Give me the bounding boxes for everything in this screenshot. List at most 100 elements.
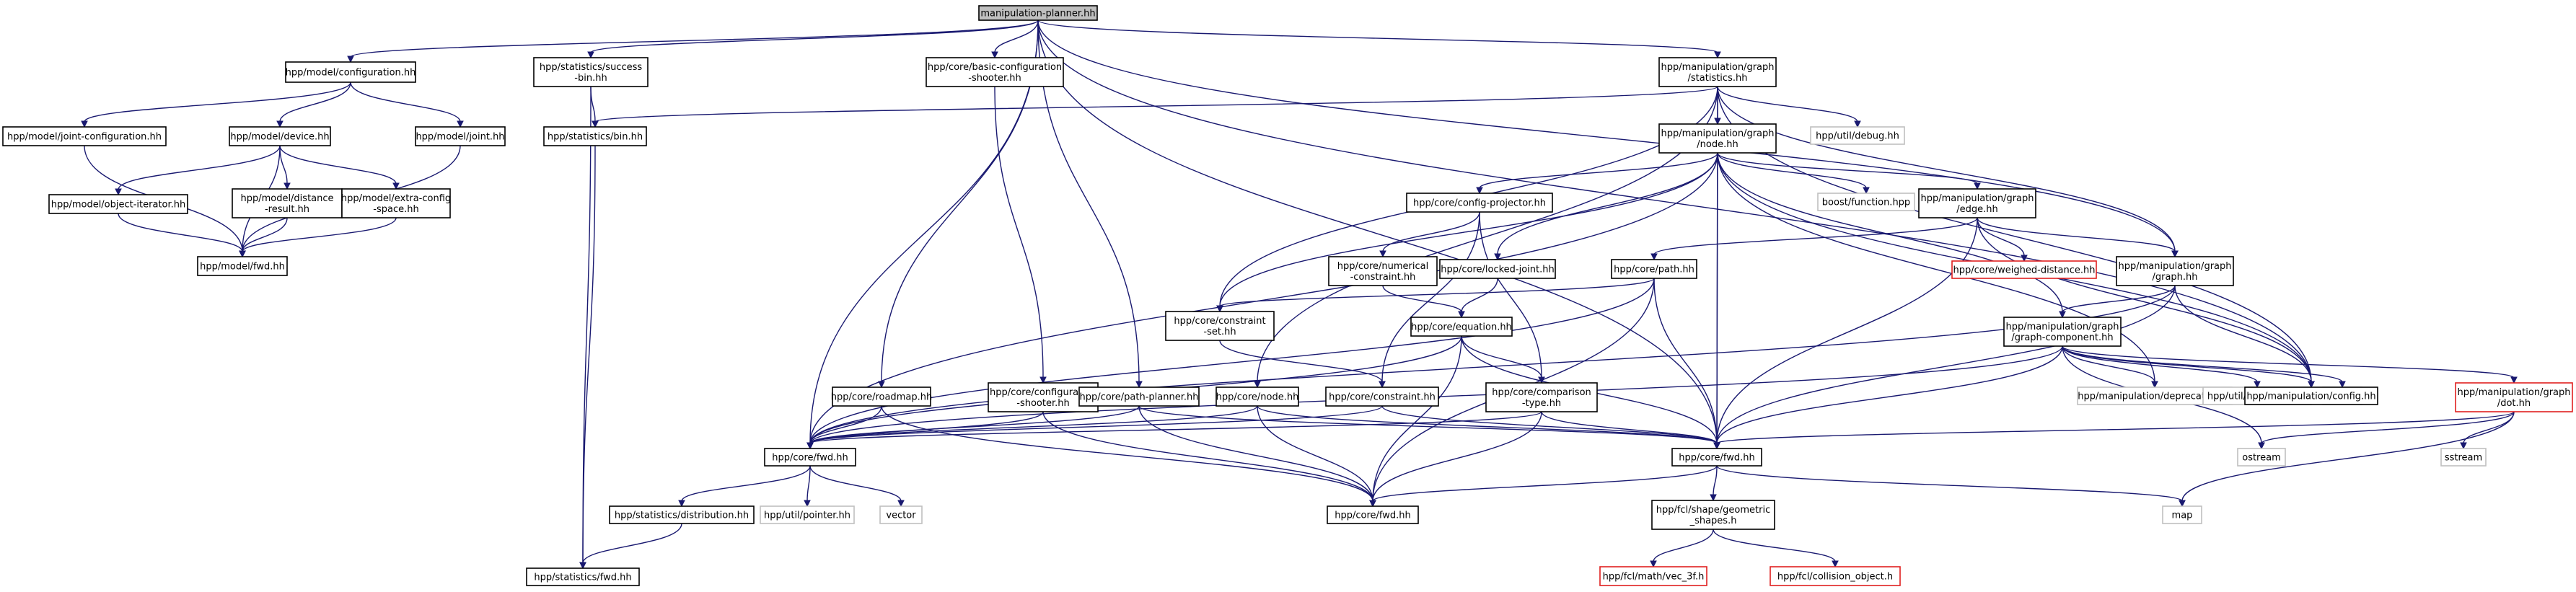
node-numc[interactable]: hpp/core/numerical-constraint.hh: [1328, 256, 1438, 286]
node-dev[interactable]: hpp/model/device.hh: [229, 126, 331, 146]
node-cnode[interactable]: hpp/core/node.hh: [1216, 386, 1299, 407]
node-box: [1951, 260, 2097, 279]
node-gstat[interactable]: hpp/manipulation/graph/statistics.hh: [1658, 57, 1777, 87]
node-gcomp[interactable]: hpp/manipulation/graph/graph-component.h…: [2003, 317, 2122, 347]
edge-line: [1257, 405, 1718, 444]
node-label: hpp/statistics/success: [540, 62, 643, 73]
node-cset[interactable]: hpp/core/constraint-set.hh: [1165, 311, 1275, 341]
node-box: [48, 194, 188, 214]
node-box: [415, 126, 506, 146]
edge-dev-to-oit: [115, 145, 281, 196]
edge-mp-to-gstat: [1037, 19, 1721, 59]
node-gedge[interactable]: hpp/manipulation/graph/edge.hh: [1918, 188, 2036, 218]
node-ppl[interactable]: hpp/core/path-planner.hh: [1078, 386, 1200, 407]
node-vec: vector: [879, 505, 923, 524]
edge-line: [279, 81, 351, 123]
edge-arrowhead: [1710, 494, 1717, 502]
node-rmap[interactable]: hpp/core/roadmap.hh: [831, 386, 932, 407]
edge-gcomp-to-mconf: [2062, 345, 2315, 389]
node-label: hpp/core/config-projector.hh: [1413, 198, 1546, 209]
edge-arrowhead: [347, 56, 354, 63]
node-dres[interactable]: hpp/model/distance-result.hh: [232, 188, 343, 218]
node-label: hpp/model/configuration.hh: [286, 68, 416, 79]
edge-line: [582, 523, 682, 564]
node-mp[interactable]: manipulation-planner.hh: [978, 5, 1098, 21]
node-gnode[interactable]: hpp/manipulation/graph/node.hh: [1658, 123, 1777, 154]
edge-arrowhead: [1863, 187, 1870, 195]
node-box: [926, 57, 1064, 87]
edge-arrowhead: [2258, 442, 2265, 450]
node-sbin[interactable]: hpp/statistics/bin.hh: [543, 126, 647, 146]
node-box: [543, 126, 647, 146]
node-joint[interactable]: hpp/model/joint.hh: [415, 126, 506, 146]
node-eq[interactable]: hpp/core/equation.hh: [1410, 317, 1513, 337]
node-box: [1485, 382, 1598, 412]
edge-arrowhead: [1650, 560, 1657, 568]
node-label: hpp/manipulation/graph: [2457, 387, 2570, 398]
edge-ggraph-to-cfwdB: [1713, 285, 2176, 450]
edge-line: [1717, 152, 1978, 185]
node-box: [285, 61, 416, 83]
node-box: [1817, 193, 1915, 211]
node-colo[interactable]: hpp/fcl/collision_object.h: [1770, 566, 1901, 586]
node-label: hpp/statistics/fwd.hh: [534, 573, 631, 583]
node-path[interactable]: hpp/core/path.hh: [1611, 259, 1697, 279]
edge-arrowhead: [1650, 253, 1658, 261]
node-vec3[interactable]: hpp/fcl/math/vec_3f.h: [1599, 566, 1707, 586]
node-box: [229, 126, 331, 146]
edge-line: [590, 19, 1039, 53]
node-label: -shooter.hh: [1016, 398, 1069, 409]
edge-cfwdB-to-geom: [1710, 465, 1718, 502]
node-box: [764, 448, 856, 467]
node-box: [2455, 382, 2573, 412]
node-cproj[interactable]: hpp/core/config-projector.hh: [1406, 193, 1553, 213]
edge-ppl-to-cfwdC: [1138, 405, 1376, 508]
node-cons[interactable]: hpp/core/constraint.hh: [1325, 386, 1439, 407]
edge-eq-to-cmp: [1461, 335, 1545, 384]
node-label: hpp/core/node.hh: [1216, 392, 1299, 403]
node-label: hpp/util/pointer.hh: [764, 511, 850, 521]
node-sfwd[interactable]: hpp/statistics/fwd.hh: [526, 567, 640, 586]
node-box: [1658, 123, 1777, 154]
node-mconf[interactable]: hpp/manipulation/config.hh: [2244, 386, 2378, 405]
edge-line: [881, 19, 1039, 383]
node-gdot[interactable]: hpp/manipulation/graph/dot.hh: [2455, 382, 2573, 412]
edge-oit-to-mfwd: [118, 213, 246, 258]
node-uptr: hpp/util/pointer.hh: [760, 505, 855, 524]
node-ljoint[interactable]: hpp/core/locked-joint.hh: [1439, 259, 1556, 279]
node-label: hpp/model/distance: [240, 193, 333, 204]
node-ggraph[interactable]: hpp/manipulation/graph/graph.hh: [2116, 256, 2234, 286]
node-wdist[interactable]: hpp/core/weighed-distance.hh: [1951, 260, 2097, 279]
node-label: manipulation-planner.hh: [980, 9, 1095, 19]
node-label: hpp/model/extra-config: [341, 193, 451, 204]
edge-gedge-to-cfwdB: [1713, 217, 1978, 450]
node-bcs[interactable]: hpp/core/basic-configuration-shooter.hh: [926, 57, 1064, 87]
edge-cfwdB-to-cfwdC: [1369, 465, 1718, 508]
node-label: hpp/manipulation/config.hh: [2246, 392, 2375, 402]
edge-line: [809, 465, 902, 502]
node-ecs[interactable]: hpp/model/extra-config-space.hh: [341, 188, 451, 218]
node-cfwdC[interactable]: hpp/core/fwd.hh: [1327, 505, 1419, 524]
edge-ppl-to-cfwdB: [1138, 405, 1720, 450]
node-cmp[interactable]: hpp/core/comparison-type.hh: [1485, 382, 1598, 412]
node-box: [2, 126, 167, 146]
node-mfwd[interactable]: hpp/model/fwd.hh: [197, 256, 288, 276]
node-jcfg[interactable]: hpp/model/joint-configuration.hh: [2, 126, 167, 146]
edge-arrowhead: [457, 120, 464, 128]
node-cfwdB[interactable]: hpp/core/fwd.hh: [1671, 448, 1762, 467]
node-ssb[interactable]: hpp/statistics/success-bin.hh: [533, 57, 649, 87]
edge-line: [809, 411, 1542, 444]
node-oit[interactable]: hpp/model/object-iterator.hh: [48, 194, 188, 214]
edge-arrowhead: [897, 500, 905, 508]
node-mcfg[interactable]: hpp/model/configuration.hh: [285, 61, 416, 83]
edge-line: [1479, 211, 1542, 379]
edge-line: [2062, 345, 2155, 383]
edge-gdot-to-cfwdB: [1713, 411, 2515, 450]
edge-gnode-to-gcomp: [1717, 152, 2066, 319]
edge-mp-to-bcs: [991, 19, 1039, 59]
node-cfwdA[interactable]: hpp/core/fwd.hh: [764, 448, 856, 467]
node-box: [232, 188, 343, 218]
node-geom[interactable]: hpp/fcl/shape/geometric_shapes.h: [1651, 500, 1775, 530]
node-sdist[interactable]: hpp/statistics/distribution.hh: [609, 505, 755, 524]
